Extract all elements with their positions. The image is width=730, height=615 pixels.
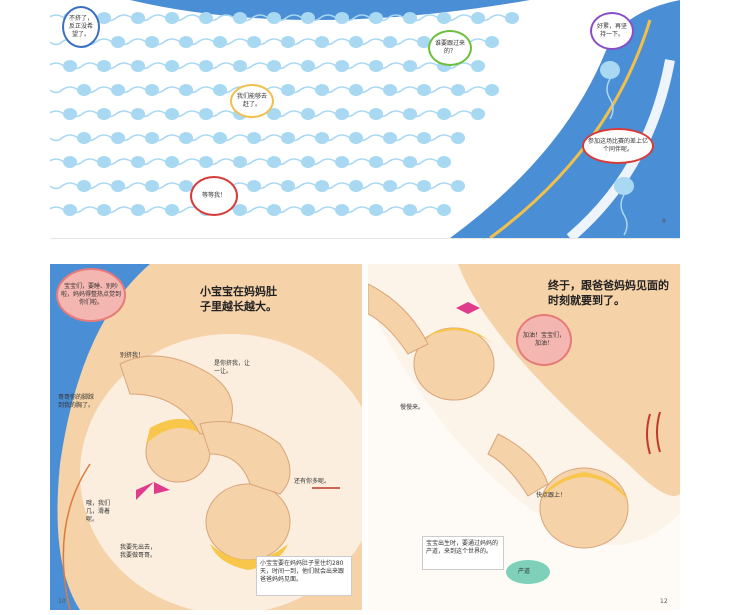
sperm-icon — [423, 132, 465, 144]
speech-bubble-5: 好累，再坚持一下。 — [590, 12, 634, 50]
canal-label: 产道 — [518, 568, 531, 575]
speech-bubble-2: 谁要跟过来的？ — [428, 30, 472, 66]
baby-2-head — [205, 483, 291, 561]
baby-a-legs — [368, 283, 429, 355]
speech-bubble-4: 等等我！ — [190, 176, 238, 216]
wave-lines — [646, 411, 661, 455]
mother-speech-bubble: 宝宝们，要睡、别吵啦，妈妈得整热点觉到你们啦。 — [56, 268, 126, 322]
sperm-icon — [50, 156, 77, 168]
baby-label-1: 别挤我！ — [120, 352, 145, 359]
page-number-top: 8 — [662, 218, 666, 225]
right-caption-box: 宝宝出生时，要通过妈妈的产道，来到这个世界的。 — [422, 536, 504, 570]
bottom-spread: 宝宝们，要睡、别吵啦，妈妈得整热点觉到你们啦。 小宝宝在妈妈肚子里越长越大。 别… — [50, 264, 680, 610]
baby-a-bow-icon — [456, 302, 480, 314]
page-number-right: 12 — [660, 598, 668, 605]
baby-label-5: 哦，我们几，滑着呢。 — [86, 500, 111, 523]
belly-outline — [62, 463, 91, 610]
baby-label-3: 哥哥你的脚踩到我的胸了。 — [58, 394, 95, 409]
baby-b-hair — [540, 472, 628, 500]
baby-1-body — [119, 355, 233, 435]
baby-a-head — [413, 327, 495, 401]
sperm-icon — [477, 12, 519, 24]
speech-bubble-3: 我们能够去赶了。 — [230, 84, 274, 118]
baby-a-hair — [416, 328, 494, 344]
left-page-title: 小宝宝在妈妈肚子里越长越大。 — [200, 285, 277, 313]
sperm-icon — [600, 61, 620, 120]
speech-bubble-6: 参加这场比赛的差上亿个同伴呢。 — [582, 128, 654, 164]
baby-label-2: 是你挤我，让一让。 — [214, 360, 251, 375]
speech-bubble-1: 不挤了，反正没希望了。 — [62, 6, 100, 48]
baby-a-label: 慢慢来。 — [400, 404, 425, 411]
cloud-shape — [506, 560, 550, 584]
page-number-left: 10 — [58, 598, 66, 605]
baby-label-6: 我要先出去，我要做哥哥。 — [120, 544, 157, 559]
left-caption-box: 小宝宝要在妈妈肚子里住约280天，时间一到，他们就会出来跟爸爸妈妈见面。 — [256, 556, 352, 596]
baby-b-head — [539, 467, 629, 549]
baby-2-body — [199, 421, 291, 495]
sperm-icon — [423, 180, 465, 192]
baby-label-4: 还有你多呢。 — [294, 478, 331, 485]
page-left: 宝宝们，要睡、别吵啦，妈妈得整热点觉到你们啦。 小宝宝在妈妈肚子里越长越大。 别… — [50, 264, 362, 610]
baby-b-label: 快点跟上！ — [536, 492, 567, 499]
top-illustration — [50, 0, 680, 238]
bow-icon — [136, 482, 170, 500]
top-spread: 不挤了，反正没希望了。 谁要跟过来的？ 我们能够去赶了。 等等我！ 好累，再坚持… — [50, 0, 680, 239]
womb — [80, 334, 362, 610]
right-page-title: 终于，跟爸爸妈妈见面的时刻就要到了。 — [548, 279, 669, 307]
sperm-icon — [50, 108, 77, 120]
baby-b-legs — [487, 433, 549, 497]
sperm-icon — [443, 60, 485, 72]
sperm-icon — [50, 60, 77, 72]
sperm-icon — [443, 108, 485, 120]
baby-1-hair — [146, 418, 210, 444]
page-right: 终于，跟爸爸妈妈见面的时刻就要到了。 加油！宝宝们，加油！ 慢慢来。 快点跟上！… — [368, 264, 680, 610]
sperm-icon — [457, 84, 499, 96]
sperm-icon — [50, 204, 77, 216]
sperm-icon — [409, 156, 451, 168]
sperm-icon — [409, 204, 451, 216]
left-illustration — [57, 264, 362, 610]
right-illustration — [368, 264, 680, 610]
parent-speech-bubble: 加油！宝宝们，加油！ — [516, 314, 572, 366]
blue-background — [50, 0, 680, 238]
sperm-icon — [614, 177, 634, 236]
